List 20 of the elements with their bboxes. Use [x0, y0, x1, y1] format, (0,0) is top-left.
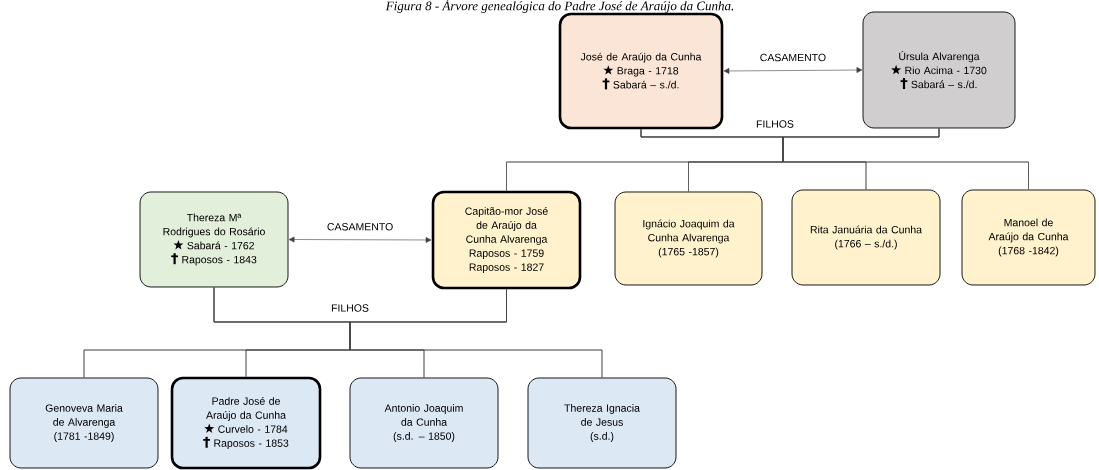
family-line: [349, 289, 603, 378]
edge-label: CASAMENTO: [327, 223, 393, 231]
marriage-arrow: [723, 67, 863, 74]
person-box: Manoel de Araújo da Cunha (1768 -1842): [961, 189, 1096, 286]
person-box: Rita Januária da Cunha (1766 – s./d.): [791, 189, 941, 286]
person-box: Padre José de Araújo da Cunha Curvelo - 1784 Raposos - 1853: [170, 376, 322, 470]
person-box: Genoveva Maria de Alvarenga (1781 -1849): [9, 377, 159, 469]
person-box: Antonio Joaquim da Cunha (s.d. – 1850): [349, 377, 499, 469]
group-label: FILHOS: [756, 120, 794, 128]
person-box: Úrsula Alvarenga Rio Acima - 1730 Sabará – s./d.: [862, 11, 1016, 129]
person-box: Ignácio Joaquim da Cunha Alvarenga (1765 -1857): [614, 191, 763, 286]
person-box: José de Araújo da Cunha Braga - 1718 Sabará – s./d.: [558, 12, 724, 130]
person-box: Thereza Ignacia de Jesus (s.d.): [527, 377, 677, 469]
person-box: Thereza Mª Rodrigues do Rosário Sabará - 1762 Raposos - 1843: [139, 191, 289, 288]
family-line: [782, 128, 1029, 190]
title: Figura 8 - Árvore genealógica do Padre José de Araújo da Cunha.: [385, 0, 734, 13]
person-box: Capitão-mor José de Araújo da Cunha Alvarenga Raposos - 1759 Raposos - 1827: [431, 190, 582, 290]
marriage-arrow: [288, 236, 432, 243]
edge-label: CASAMENTO: [760, 53, 826, 62]
group-label: FILHOS: [331, 304, 369, 312]
